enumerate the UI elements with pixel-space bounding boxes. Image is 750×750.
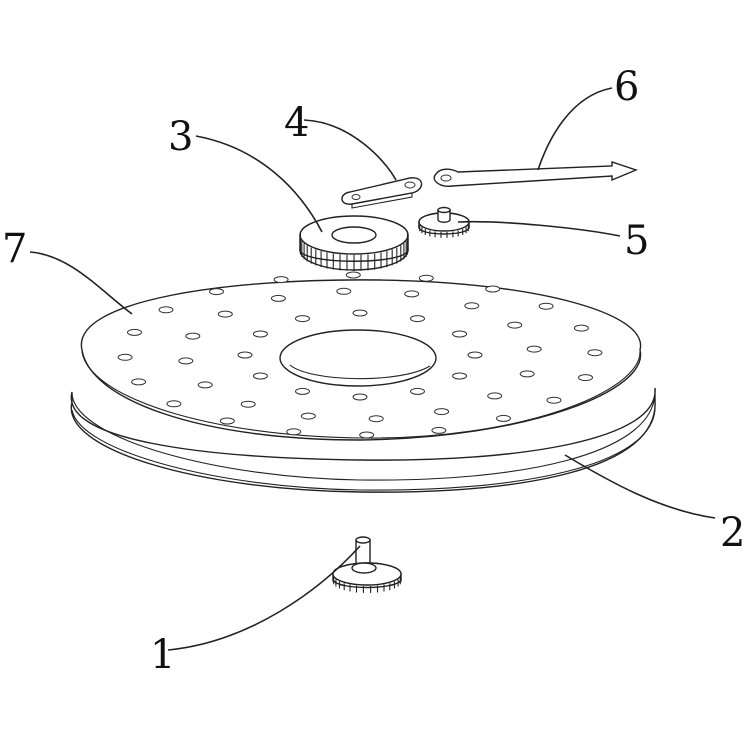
disc-hole xyxy=(519,370,535,378)
pointer-needle xyxy=(433,161,638,188)
disc-hole xyxy=(431,426,447,434)
disc-hole xyxy=(197,381,213,389)
label-1: 1 xyxy=(150,632,175,678)
small-gear xyxy=(418,206,470,238)
disc-hole xyxy=(352,393,368,401)
hour-arm xyxy=(341,177,423,209)
disc-hole xyxy=(166,400,182,408)
disc-hole xyxy=(178,357,194,365)
leader-line-1 xyxy=(167,545,361,651)
center-hole xyxy=(279,329,437,387)
small-gear-teeth xyxy=(418,223,470,238)
large-gear xyxy=(299,215,409,271)
disc-hole xyxy=(300,412,316,420)
disc-hole xyxy=(485,285,501,293)
disc-hole xyxy=(359,431,375,439)
label-2: 2 xyxy=(720,510,745,556)
disc-hole xyxy=(507,321,523,329)
disc-hole xyxy=(464,302,480,310)
disc-hole xyxy=(345,271,361,279)
disc-hole xyxy=(270,294,286,302)
leader-line-5 xyxy=(457,220,621,237)
disc-hole xyxy=(295,315,310,323)
disc-hole xyxy=(410,387,425,395)
disc-hole xyxy=(467,351,483,359)
disc-hole xyxy=(410,315,425,323)
disc-hole xyxy=(237,351,253,359)
spindle-gear xyxy=(332,536,402,593)
disc-hole xyxy=(252,330,268,338)
disc-hole xyxy=(336,287,352,295)
disc-hole xyxy=(452,372,468,380)
leader-line-7 xyxy=(29,251,133,315)
disc-hole xyxy=(526,345,542,353)
disc-hole xyxy=(158,306,174,314)
disc-hole xyxy=(185,332,201,340)
disc-hole xyxy=(352,309,368,317)
perforated-disc xyxy=(80,271,642,441)
disc-hole xyxy=(587,349,603,357)
disc-hole xyxy=(219,417,235,425)
disc-hole xyxy=(368,415,384,423)
disc-hole xyxy=(578,374,593,382)
disc-hole xyxy=(127,328,142,336)
disc-hole xyxy=(546,396,562,404)
disc-hole xyxy=(240,400,256,408)
base-plate xyxy=(70,387,656,493)
label-4: 4 xyxy=(284,100,309,146)
disc-hole xyxy=(286,428,302,436)
disc-holes xyxy=(117,271,603,439)
leader-line-4 xyxy=(303,119,397,181)
spindle-gear-teeth xyxy=(332,575,402,593)
disc-hole xyxy=(434,408,450,416)
leader-line-3 xyxy=(195,135,323,233)
disc-hole xyxy=(496,414,511,422)
disc-hole xyxy=(273,276,289,284)
disc-hole xyxy=(117,353,133,361)
disc-hole xyxy=(452,330,468,338)
disc-hole xyxy=(538,302,554,310)
disc-hole xyxy=(418,274,434,282)
leader-line-2 xyxy=(564,454,716,519)
label-3: 3 xyxy=(168,114,193,160)
disc-hole xyxy=(487,392,503,400)
disc-hole xyxy=(217,310,233,318)
disc-hole xyxy=(252,372,268,380)
leader-line-6 xyxy=(537,87,613,171)
label-5: 5 xyxy=(624,218,649,264)
disc-hole xyxy=(209,288,224,296)
disc-hole xyxy=(404,290,420,298)
disc-hole xyxy=(295,387,310,395)
label-6: 6 xyxy=(614,64,639,110)
large-gear-teeth xyxy=(299,233,409,271)
disc-hole xyxy=(573,324,589,332)
disc-hole xyxy=(131,378,147,386)
label-7: 7 xyxy=(2,226,27,272)
